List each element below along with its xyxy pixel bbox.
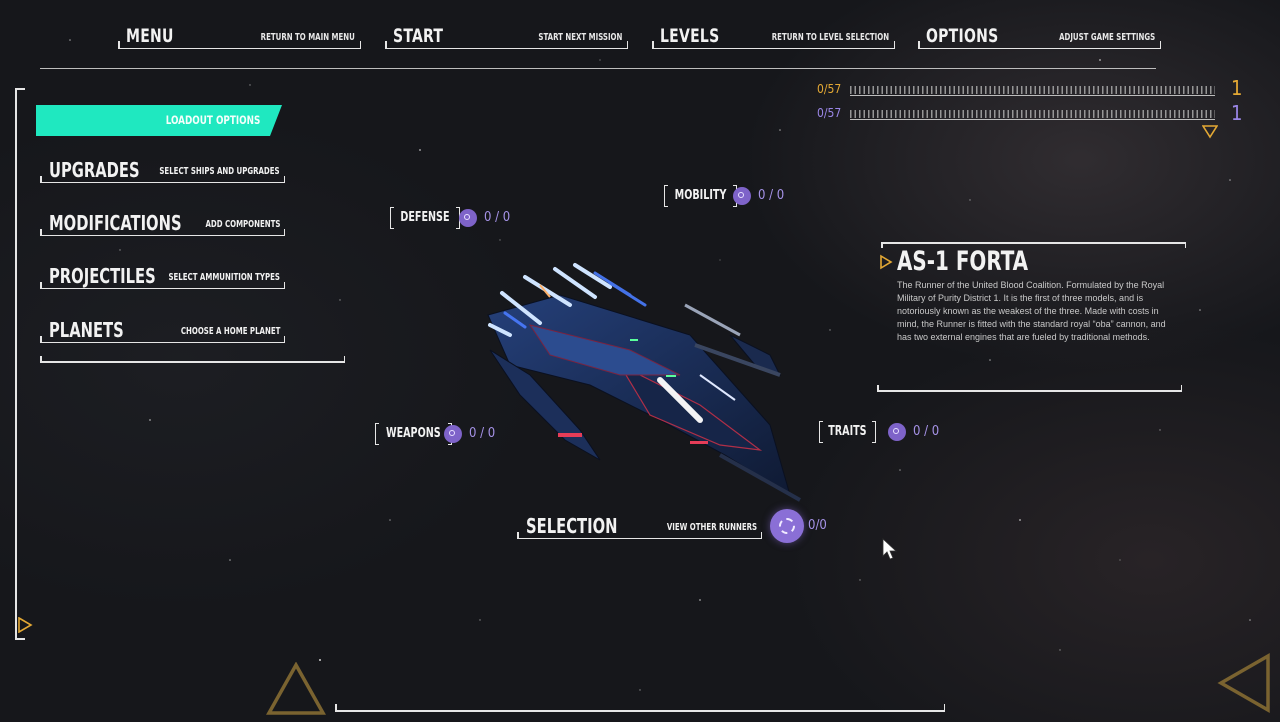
selection-button[interactable]: SELECTION VIEW OTHER RUNNERS <box>517 512 762 539</box>
selection-title: SELECTION <box>526 514 618 538</box>
nav-options[interactable]: OPTIONS ADJUST GAME SETTINGS <box>918 24 1161 49</box>
menu-planets-sub: CHOOSE A HOME PLANET <box>180 326 280 337</box>
ship-name-arrow-icon <box>880 254 893 270</box>
nav-menu-title: MENU <box>126 25 174 47</box>
mobility-slot-icon[interactable] <box>733 187 751 205</box>
weapons-tag[interactable]: WEAPONS <box>375 423 452 445</box>
nav-levels[interactable]: LEVELS RETURN TO LEVEL SELECTION <box>652 24 895 49</box>
menu-upgrades[interactable]: UPGRADES SELECT SHIPS AND UPGRADES <box>40 156 285 183</box>
progress-bar-gold <box>850 86 1215 96</box>
defense-label: DEFENSE <box>400 210 450 225</box>
mobility-tag[interactable]: MOBILITY <box>664 185 738 207</box>
menu-modifications-title: MODIFICATIONS <box>49 211 182 235</box>
defense-tag[interactable]: DEFENSE <box>390 207 460 229</box>
weapons-value: 0 / 0 <box>469 426 496 441</box>
menu-modifications-sub: ADD COMPONENTS <box>204 219 280 230</box>
progress-bar-purple <box>850 110 1215 120</box>
weapons-label: WEAPONS <box>386 426 441 441</box>
nav-options-title: OPTIONS <box>926 25 999 47</box>
progress-marker-icon <box>1202 125 1218 139</box>
defense-slot-icon[interactable] <box>459 209 477 227</box>
menu-upgrades-sub: SELECT SHIPS AND UPGRADES <box>159 166 280 177</box>
description-top-border <box>881 242 1186 247</box>
bracket-left <box>664 185 668 207</box>
ship-description: The Runner of the United Blood Coalition… <box>897 280 1166 342</box>
ship-model[interactable] <box>470 255 810 505</box>
menu-divider <box>40 357 345 363</box>
traits-tag[interactable]: TRAITS <box>819 421 876 443</box>
menu-projectiles-sub: SELECT AMMUNITION TYPES <box>168 272 280 283</box>
back-triangle-icon[interactable] <box>1216 652 1272 714</box>
nav-start-title: START <box>393 25 444 47</box>
ship-name: AS-1 FORTA <box>897 246 1028 277</box>
traits-label: TRAITS <box>828 424 867 439</box>
loadout-options-label: LOADOUT OPTIONS <box>165 113 260 127</box>
menu-projectiles[interactable]: PROJECTILES SELECT AMMUNITION TYPES <box>40 262 285 289</box>
menu-projectiles-title: PROJECTILES <box>49 264 156 288</box>
selection-sub: VIEW OTHER RUNNERS <box>666 522 757 533</box>
progress-label-gold: 0/57 <box>817 82 842 96</box>
bracket-left <box>819 421 823 443</box>
bracket-right <box>871 421 876 443</box>
scroll-up-triangle-icon[interactable] <box>265 662 327 716</box>
menu-planets-title: PLANETS <box>49 318 124 342</box>
nav-menu-sub: RETURN TO MAIN MENU <box>260 32 355 43</box>
progress-value-gold: 1 <box>1231 76 1243 100</box>
bracket-left <box>390 207 394 229</box>
mouse-cursor-icon <box>882 538 898 560</box>
selection-count: 0/0 <box>808 518 827 533</box>
menu-modifications[interactable]: MODIFICATIONS ADD COMPONENTS <box>40 209 285 236</box>
nav-levels-sub: RETURN TO LEVEL SELECTION <box>771 32 889 43</box>
loadout-options-tab[interactable]: LOADOUT OPTIONS <box>36 105 282 136</box>
top-divider <box>40 68 1156 69</box>
nav-menu[interactable]: MENU RETURN TO MAIN MENU <box>118 24 361 49</box>
expand-arrow-icon[interactable] <box>17 617 33 633</box>
description-bottom-border <box>877 386 1182 392</box>
progress-label-purple: 0/57 <box>817 106 842 120</box>
weapons-slot-icon[interactable] <box>444 425 462 443</box>
traits-slot-icon[interactable] <box>888 423 906 441</box>
bottom-divider <box>335 705 945 712</box>
menu-planets[interactable]: PLANETS CHOOSE A HOME PLANET <box>40 316 285 343</box>
nav-levels-title: LEVELS <box>660 25 720 47</box>
menu-upgrades-title: UPGRADES <box>49 158 140 182</box>
traits-value: 0 / 0 <box>913 424 940 439</box>
mobility-label: MOBILITY <box>674 188 727 203</box>
nav-start[interactable]: START START NEXT MISSION <box>385 24 628 49</box>
left-frame <box>15 88 25 640</box>
bracket-left <box>375 423 379 445</box>
nav-options-sub: ADJUST GAME SETTINGS <box>1058 32 1155 43</box>
runner-gear-icon[interactable] <box>770 509 804 543</box>
nav-start-sub: START NEXT MISSION <box>538 32 622 43</box>
defense-value: 0 / 0 <box>484 210 511 225</box>
progress-value-purple: 1 <box>1231 101 1243 125</box>
mobility-value: 0 / 0 <box>758 188 785 203</box>
